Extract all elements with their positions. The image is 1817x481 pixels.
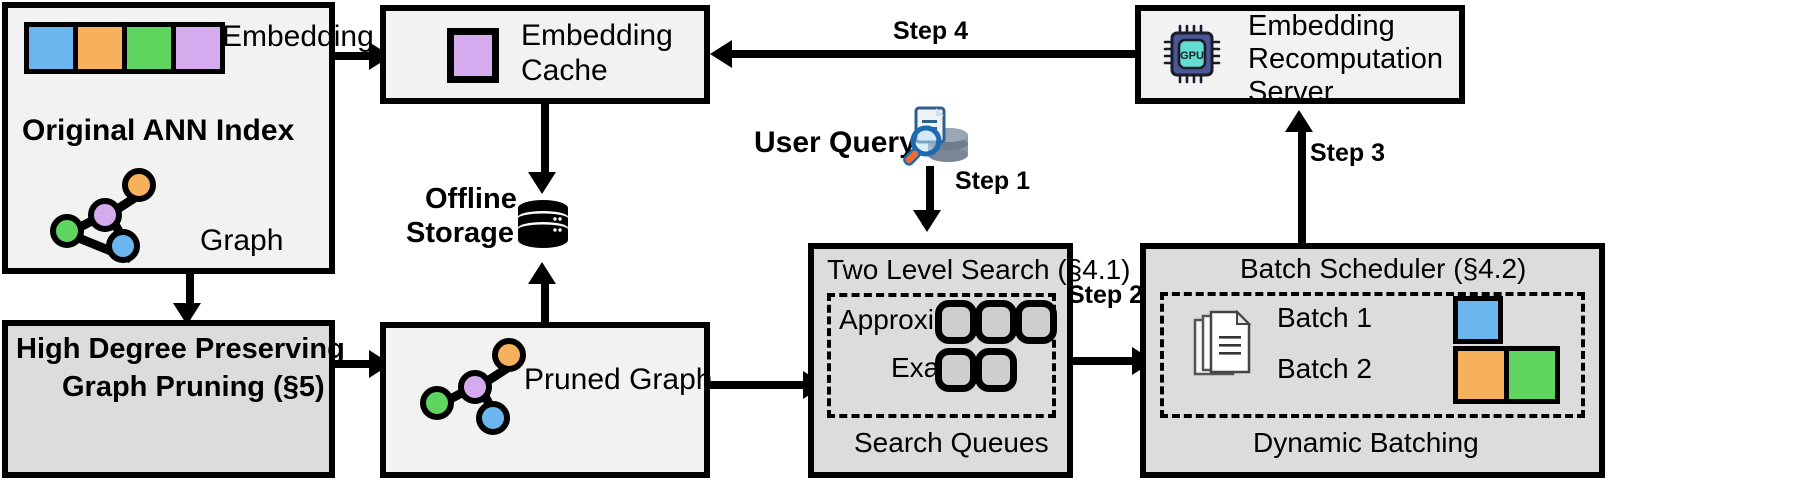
approximate-queue-chip[interactable] [935, 300, 977, 344]
step3-arrow-head [1285, 110, 1313, 132]
graph-pruning-line2: Graph Pruning (§5) [62, 371, 325, 403]
step3-arrow-line [1298, 130, 1306, 243]
dynamic-batching-dashed-region [1160, 292, 1585, 418]
embedding-cache-box [380, 5, 710, 104]
pruned-node-blue [476, 401, 510, 435]
step1-arrow-head [913, 210, 941, 232]
step2-arrow-line [1073, 357, 1135, 365]
database-icon [517, 200, 569, 248]
embedding-cell-purple [176, 27, 220, 69]
dynamic-batching-footer: Dynamic Batching [1253, 427, 1479, 458]
offline-storage-line2: Storage [406, 217, 514, 249]
offline-storage-line1: Offline [425, 183, 517, 215]
arrow-cache-to-storage-head [528, 172, 556, 194]
original-index-graph [44, 168, 164, 264]
pruned-graph-label: Pruned Graph [524, 363, 713, 396]
arrow-pruned-to-search-line [710, 381, 805, 389]
gpu-chip-icon: GPU [1163, 24, 1221, 84]
embedding-cache-line2: Cache [521, 54, 608, 87]
step4-arrow-head [710, 40, 732, 68]
arrow-index-to-pruning-head [173, 303, 201, 325]
embedding-cell-green [127, 27, 176, 69]
graph-pruning-box [2, 320, 335, 478]
arrow-pruned-to-storage-line [541, 283, 549, 325]
recompute-server-line3: Server [1248, 76, 1334, 108]
graph-node-blue [106, 229, 140, 263]
graph-pruning-line1: High Degree Preserving [16, 333, 345, 365]
arrow-pruning-to-pruned-line [335, 360, 371, 368]
embedding-label: Embedding [222, 20, 374, 53]
batch-2-item-orange [1458, 351, 1509, 399]
pruned-node-purple [458, 370, 492, 404]
pruned-node-orange [492, 338, 526, 372]
pruned-node-green [420, 386, 454, 420]
arrow-index-to-pruning-line [186, 274, 194, 306]
user-query-label: User Query [754, 126, 916, 159]
step1-arrow-line [926, 166, 934, 214]
embedding-cell-orange [78, 27, 127, 69]
exact-queue-chip[interactable] [935, 348, 977, 392]
exact-queue-chip[interactable] [975, 348, 1017, 392]
graph-node-green [50, 214, 84, 248]
batch-scheduler-title: Batch Scheduler (§4.2) [1240, 253, 1527, 284]
arrow-pruned-to-storage-head [528, 262, 556, 284]
batch-1-item-blue [1453, 296, 1503, 344]
recompute-server-line1: Embedding [1248, 10, 1395, 42]
embedding-cache-purple-square-icon [447, 28, 499, 83]
graph-node-purple [88, 198, 122, 232]
step4-arrow-line [730, 50, 1135, 58]
svg-text:GPU: GPU [1180, 50, 1204, 62]
batch-2-item-green [1509, 351, 1555, 399]
batch-1-label: Batch 1 [1277, 302, 1372, 333]
documents-icon [1192, 310, 1254, 384]
recompute-server-line2: Recomputation [1248, 43, 1444, 75]
arrow-cache-to-storage-line [541, 104, 549, 176]
two-level-search-title: Two Level Search (§4.1) [827, 254, 1131, 285]
original-ann-index-title: Original ANN Index [22, 114, 295, 147]
search-queues-dashed-region [827, 293, 1056, 418]
arrow-index-to-cache-line [335, 52, 371, 60]
step3-label: Step 3 [1310, 139, 1386, 167]
approximate-queue-chip[interactable] [975, 300, 1017, 344]
search-database-icon [900, 104, 970, 166]
step4-label: Step 4 [893, 17, 969, 45]
embedding-cell-blue [29, 27, 78, 69]
embedding-swatch-row [24, 22, 225, 74]
embedding-cache-line1: Embedding [521, 19, 673, 52]
approximate-queue-chip[interactable] [1015, 300, 1057, 344]
pruned-graph-illustration [412, 336, 532, 436]
batch-2-label: Batch 2 [1277, 353, 1372, 384]
graph-label: Graph [200, 224, 284, 257]
step1-label: Step 1 [955, 167, 1031, 195]
graph-node-orange [122, 168, 156, 202]
batch-2-items [1453, 346, 1560, 404]
search-queues-footer: Search Queues [854, 427, 1049, 458]
step2-label: Step 2 [1068, 281, 1144, 309]
